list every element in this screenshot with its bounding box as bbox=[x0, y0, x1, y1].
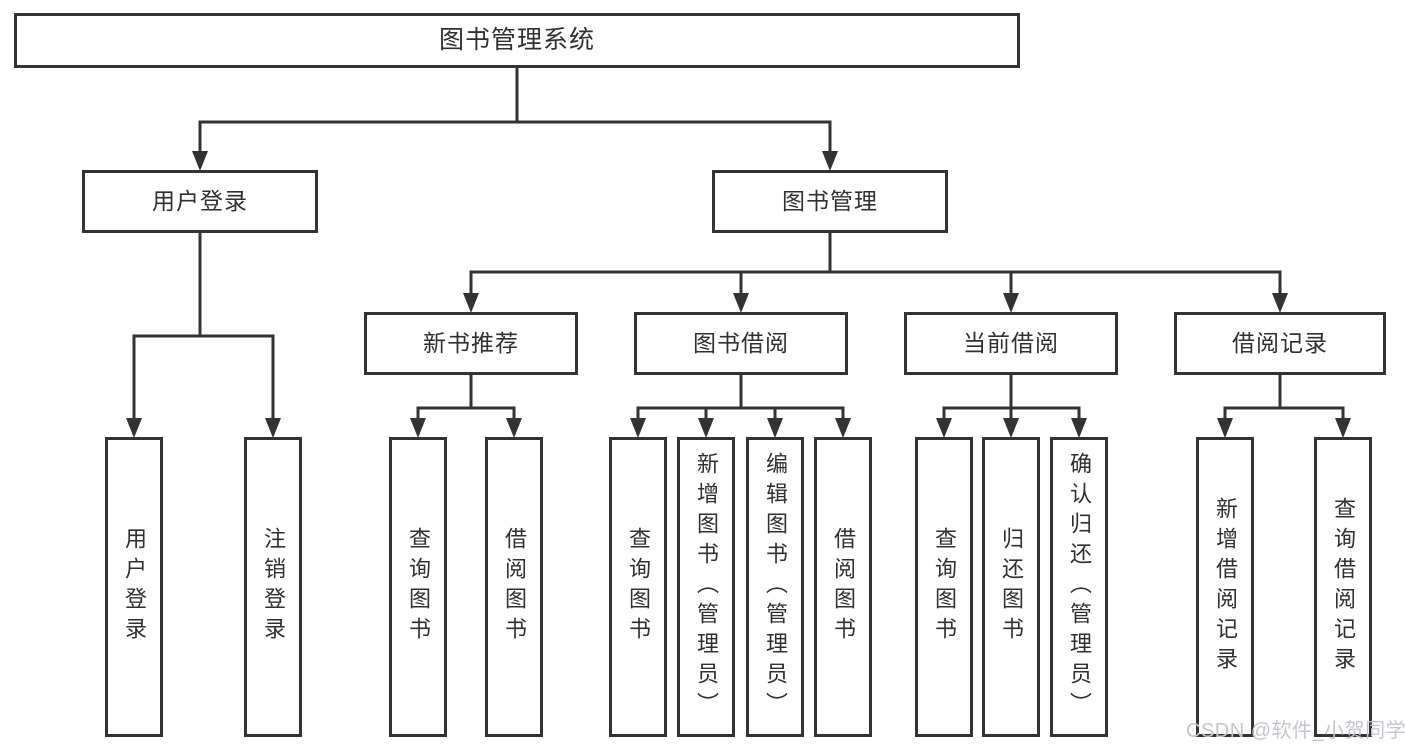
node-login: 用户登录 bbox=[82, 170, 318, 233]
node-label: 新书推荐 bbox=[423, 330, 519, 356]
node-label: 用户登录 bbox=[122, 527, 147, 647]
node-label: 当前借阅 bbox=[963, 330, 1059, 356]
node-cl-return: 归还图书 bbox=[982, 437, 1040, 737]
node-label: 借阅图书 bbox=[502, 527, 527, 647]
arrowhead bbox=[822, 151, 838, 171]
node-label: 编辑图书（管理员） bbox=[763, 452, 788, 722]
node-label: 新增图书（管理员） bbox=[694, 452, 719, 722]
node-lr-add: 新增借阅记录 bbox=[1196, 437, 1254, 737]
node-cl-query: 查询图书 bbox=[915, 437, 973, 737]
node-label: 归还图书 bbox=[999, 527, 1024, 647]
arrowhead bbox=[1272, 293, 1288, 313]
node-label: 图书借阅 bbox=[693, 330, 789, 356]
arrowhead bbox=[733, 293, 749, 313]
arrowhead bbox=[767, 418, 783, 438]
arrowhead bbox=[1071, 418, 1087, 438]
node-book-borrow: 图书借阅 bbox=[634, 312, 848, 375]
arrowhead bbox=[698, 418, 714, 438]
node-logout: 注销登录 bbox=[244, 437, 302, 737]
node-lr-query: 查询借阅记录 bbox=[1314, 437, 1372, 737]
node-new-books: 新书推荐 bbox=[364, 312, 578, 375]
node-nb-query: 查询图书 bbox=[389, 437, 447, 737]
node-label: 查询借阅记录 bbox=[1331, 497, 1356, 677]
arrowhead bbox=[630, 418, 646, 438]
node-cl-confirm: 确认归还（管理员） bbox=[1050, 437, 1108, 737]
watermark: CSDN @软件_小贺同学 bbox=[1186, 720, 1405, 742]
arrowhead bbox=[463, 293, 479, 313]
node-label: 新增借阅记录 bbox=[1213, 497, 1238, 677]
node-label: 借阅图书 bbox=[831, 527, 856, 647]
arrowhead bbox=[126, 418, 142, 438]
node-label: 查询图书 bbox=[406, 527, 431, 647]
node-label: 图书管理 bbox=[782, 188, 878, 214]
arrowhead bbox=[936, 418, 952, 438]
arrowhead bbox=[835, 418, 851, 438]
arrowhead bbox=[410, 418, 426, 438]
arrowhead bbox=[265, 418, 281, 438]
node-user-login: 用户登录 bbox=[105, 437, 163, 737]
arrowhead bbox=[1217, 418, 1233, 438]
node-label: 借阅记录 bbox=[1232, 330, 1328, 356]
node-label: 查询图书 bbox=[626, 527, 651, 647]
arrowhead bbox=[506, 418, 522, 438]
node-label: 图书管理系统 bbox=[438, 26, 595, 54]
node-bb-borrow: 借阅图书 bbox=[814, 437, 872, 737]
arrowhead bbox=[1003, 293, 1019, 313]
node-bb-add: 新增图书（管理员） bbox=[677, 437, 735, 737]
node-bb-edit: 编辑图书（管理员） bbox=[746, 437, 804, 737]
arrowhead bbox=[1335, 418, 1351, 438]
node-label: 查询图书 bbox=[932, 527, 957, 647]
node-loan-records: 借阅记录 bbox=[1174, 312, 1386, 375]
arrowhead bbox=[1003, 418, 1019, 438]
node-root: 图书管理系统 bbox=[14, 13, 1020, 68]
node-current-loans: 当前借阅 bbox=[904, 312, 1118, 375]
node-mgmt: 图书管理 bbox=[712, 170, 948, 233]
arrowhead bbox=[192, 151, 208, 171]
node-label: 注销登录 bbox=[261, 527, 286, 647]
node-label: 用户登录 bbox=[152, 188, 248, 214]
node-label: 确认归还（管理员） bbox=[1067, 452, 1092, 722]
node-bb-query: 查询图书 bbox=[609, 437, 667, 737]
node-nb-borrow: 借阅图书 bbox=[485, 437, 543, 737]
